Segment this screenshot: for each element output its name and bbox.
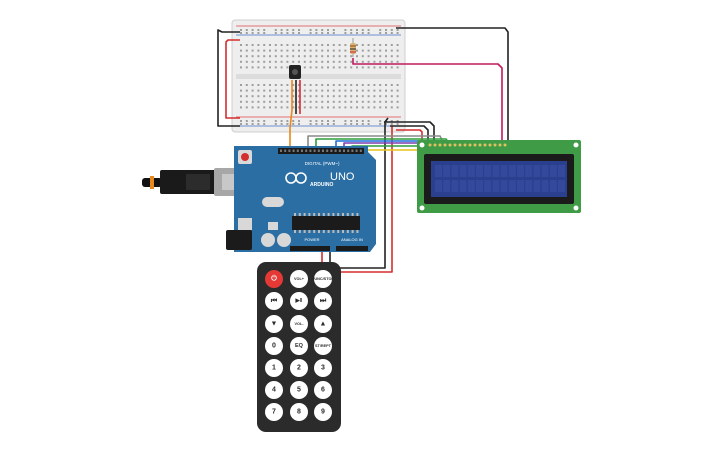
- remote-button-four[interactable]: 4: [265, 381, 283, 399]
- power-jack[interactable]: [226, 230, 252, 250]
- remote-button-three[interactable]: 3: [314, 359, 332, 377]
- wire-resistor-lcd[interactable]: [352, 58, 503, 140]
- voltage-chip: [238, 218, 252, 230]
- remote-button-label: 6: [321, 387, 325, 394]
- wire-vcc-left[interactable]: [225, 39, 240, 119]
- power-label: POWER: [304, 237, 319, 242]
- remote-button-up[interactable]: ▲: [314, 315, 332, 333]
- wire-gnd-left[interactable]: [217, 29, 240, 127]
- chip-pins: [294, 213, 359, 233]
- wire-d12-lcd[interactable]: [307, 135, 443, 148]
- capacitor-2: [277, 233, 291, 247]
- remote-button-power[interactable]: ⏻: [265, 270, 283, 288]
- wire-ir-out[interactable]: [289, 80, 293, 148]
- ir-receiver[interactable]: [289, 65, 301, 79]
- remote-button-two[interactable]: 2: [290, 359, 308, 377]
- remote-button-label: ▲: [320, 321, 327, 328]
- resistor[interactable]: [350, 38, 356, 57]
- remote-button-zero[interactable]: 0: [265, 337, 283, 355]
- remote-button-label: 3: [321, 365, 325, 372]
- wire-bridge-1[interactable]: [384, 121, 435, 140]
- analog-header: [336, 246, 368, 251]
- crystal: [262, 197, 284, 207]
- breadboard[interactable]: [231, 19, 406, 133]
- lcd-pin-header: [428, 143, 507, 147]
- remote-button-prev[interactable]: ⏮: [265, 292, 283, 310]
- remote-button-label: ▶‖: [295, 297, 303, 304]
- breadboard-terminal-holes: [240, 44, 399, 109]
- remote-button-label: 4: [272, 387, 276, 394]
- remote-button-label: 1: [272, 365, 276, 372]
- remote-button-label: ⏭: [320, 298, 327, 305]
- remote-button-label: 8: [297, 409, 301, 416]
- remote-button-eq[interactable]: EQ: [290, 337, 308, 355]
- remote-button-label: 9: [321, 409, 325, 416]
- power-header: [290, 246, 330, 251]
- regulator: [268, 222, 278, 230]
- ir-remote[interactable]: ⏻ VOL+ FUNC/STOP ⏮ ▶‖ ⏭ ▼ VOL- ▲ 0 EQ ST/REPT 1 2 3 4 5 6…: [257, 262, 341, 432]
- analog-in-label: ANALOG IN: [341, 237, 363, 242]
- remote-button-label: ST/REPT: [315, 344, 332, 348]
- remote-button-label: ▼: [271, 321, 278, 328]
- lcd-character-cells: [435, 165, 565, 192]
- wires: [217, 27, 509, 273]
- atmega-chip: [292, 216, 360, 230]
- digital-pwm-label: DIGITAL (PWM~): [305, 161, 340, 166]
- arduino-logo: ARDUINO UNO: [285, 171, 355, 188]
- remote-button-label: FUNC/STOP: [312, 277, 334, 281]
- remote-button-label: EQ: [295, 343, 304, 349]
- remote-button-one[interactable]: 1: [265, 359, 283, 377]
- wire-bridge-2[interactable]: [390, 125, 429, 140]
- breadboard-bottom-rail-holes: [240, 120, 399, 125]
- remote-button-six[interactable]: 6: [314, 381, 332, 399]
- remote-button-down[interactable]: ▼: [265, 315, 283, 333]
- remote-button-nine[interactable]: 9: [314, 403, 332, 421]
- remote-button-label: VOL-: [294, 322, 304, 326]
- remote-button-grid: ⏻ VOL+ FUNC/STOP ⏮ ▶‖ ⏭ ▼ VOL- ▲ 0 EQ ST/REPT 1 2 3 4 5 6…: [265, 270, 334, 421]
- remote-button-seven[interactable]: 7: [265, 403, 283, 421]
- wire-gnd-lcd[interactable]: [396, 27, 509, 140]
- remote-button-vol-down[interactable]: VOL-: [290, 315, 308, 333]
- remote-button-label: 0: [272, 343, 276, 350]
- capacitor-1: [261, 233, 275, 247]
- usb-cable[interactable]: [142, 168, 248, 196]
- remote-button-label: 5: [297, 387, 301, 394]
- lcd-16x2[interactable]: [417, 140, 581, 213]
- remote-button-vol-up[interactable]: VOL+: [290, 270, 308, 288]
- arduino-uno-board[interactable]: DIGITAL (PWM~) ARDUINO UNO POWER ANALOG …: [142, 146, 376, 252]
- remote-button-five[interactable]: 5: [290, 381, 308, 399]
- remote-button-st-rept[interactable]: ST/REPT: [314, 337, 332, 355]
- remote-button-eight[interactable]: 8: [290, 403, 308, 421]
- remote-button-label: ⏮: [271, 298, 278, 305]
- remote-button-func-stop[interactable]: FUNC/STOP: [312, 270, 334, 288]
- digital-pin-header: [280, 149, 362, 152]
- remote-button-play-pause[interactable]: ▶‖: [290, 292, 308, 310]
- breadboard-top-rail-holes: [240, 29, 399, 34]
- arduino-brand-label: ARDUINO: [310, 182, 333, 188]
- remote-button-label: 7: [272, 409, 276, 416]
- reset-button[interactable]: [238, 150, 252, 164]
- remote-button-label: ⏻: [271, 275, 277, 283]
- remote-button-label: VOL+: [294, 277, 305, 281]
- remote-button-next[interactable]: ⏭: [314, 292, 332, 310]
- remote-button-label: 2: [297, 365, 301, 372]
- arduino-model-label: UNO: [330, 171, 355, 183]
- wire-5v-arduino[interactable]: [321, 126, 393, 273]
